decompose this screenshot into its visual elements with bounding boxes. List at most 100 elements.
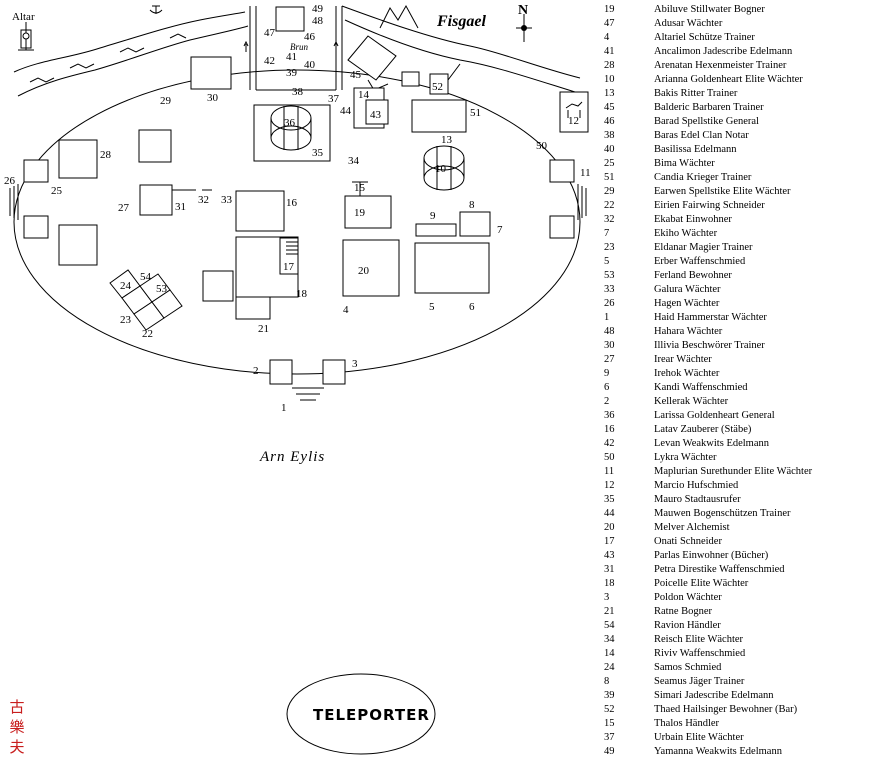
svg-text:7: 7 [497,224,503,236]
building-30 [190,56,232,90]
building-12 [559,91,589,133]
svg-text:39: 39 [286,67,298,79]
legend-number: 46 [604,116,615,127]
svg-text:50: 50 [536,140,548,152]
legend-entry: Abiluve Stillwater Bogner [654,4,765,15]
building-5-6 [414,242,490,294]
teleporter-portal[interactable] [286,673,436,755]
svg-text:16: 16 [286,197,298,209]
legend-entry: Simari Jadescribe Edelmann [654,690,774,701]
building-17 [279,237,299,275]
svg-text:54: 54 [140,271,152,283]
legend-number: 26 [604,298,615,309]
building-27a [138,129,172,163]
legend-entry: Ratne Bogner [654,606,713,617]
building-21 [235,296,271,320]
svg-text:37: 37 [328,93,340,105]
svg-text:12: 12 [568,115,579,127]
building-9 [415,223,457,237]
legend-entry: Kellerak Wächter [654,396,729,407]
legend-number: 52 [604,704,615,715]
svg-text:38: 38 [292,86,304,98]
svg-text:24: 24 [120,280,132,292]
svg-text:31: 31 [175,201,186,213]
legend-entry: Kandi Waffenschmied [654,382,748,393]
legend-number: 36 [604,410,615,421]
artist-seal: 古樂夫 [9,698,25,756]
legend-number: 35 [604,494,615,505]
mountain-icon [379,4,419,29]
legend-number: 7 [604,228,610,239]
legend-number: 6 [604,382,610,393]
legend-entry: Earwen Spellstike Elite Wächter [654,186,791,197]
legend-number: 48 [604,326,615,337]
legend-entry: Irehok Wächter [654,368,720,379]
svg-text:25: 25 [51,185,63,197]
legend-number: 29 [604,186,615,197]
legend-entry: Haid Hammerstar Wächter [654,312,767,323]
tower-26a [23,159,49,183]
building-small-n [401,71,420,87]
legend-entry: Hagen Wächter [654,298,720,309]
svg-text:44: 44 [340,105,352,117]
svg-text:42: 42 [264,55,275,67]
legend-entry: Riviv Waffenschmied [654,648,746,659]
svg-text:19: 19 [354,207,366,219]
legend-number: 32 [604,214,615,225]
map-title: Fisgael [436,13,486,30]
svg-text:45: 45 [350,69,362,81]
legend-number: 5 [604,256,610,267]
building-45 [347,35,397,81]
svg-text:41: 41 [286,51,297,63]
svg-text:23: 23 [120,314,132,326]
city-wall [13,69,581,375]
legend-entry: Candia Krieger Trainer [654,172,752,183]
svg-text:14: 14 [358,89,370,101]
building-35 [253,104,331,162]
legend-entry: Petra Direstike Waffenschmied [654,564,785,575]
svg-text:43: 43 [370,109,382,121]
legend-entry: Thaed Hailsinger Bewohner (Bar) [654,704,798,715]
svg-text:46: 46 [304,31,316,43]
svg-text:17: 17 [283,261,295,273]
legend-entry: Melver Alchemist [654,522,730,533]
horse-icon [565,101,583,118]
legend-number: 21 [604,606,615,617]
anchor-icon [149,5,163,14]
building-27b [139,184,173,216]
building-west-mid [202,270,234,302]
building-53 [151,289,183,319]
legend-number: 16 [604,424,615,435]
legend-number: 51 [604,172,615,183]
legend-entry: Arianna Goldenheart Elite Wächter [654,74,803,85]
legend-entry: Ferland Bewohner [654,270,732,281]
legend-entry: Larissa Goldenheart General [654,410,775,421]
east-gate [577,184,587,220]
legend-number: 44 [604,508,615,519]
city-name: Arn Eylis [259,449,325,465]
building-19 [344,195,392,229]
legend-number: 9 [604,368,610,379]
legend-number: 49 [604,746,615,757]
legend-entry: Latav Zauberer (Stäbe) [654,424,752,435]
legend-entry: Ekiho Wächter [654,228,718,239]
teleporter-label: TELEPORTER [313,706,430,724]
legend-entry: Barad Spellstike General [654,116,759,127]
legend-entry: Onati Schneider [654,536,722,547]
compass-label: N [518,3,528,18]
legend-number: 12 [604,480,615,491]
svg-text:18: 18 [296,288,308,300]
legend-entry: Mauwen Bogenschützen Trainer [654,508,791,519]
legend-entry: Ravion Händler [654,620,721,631]
legend-number: 4 [604,32,610,43]
coastline-right [341,5,581,93]
legend-number: 10 [604,74,615,85]
svg-text:52: 52 [432,81,443,93]
svg-text:35: 35 [312,147,324,159]
svg-text:26: 26 [4,175,16,187]
legend-entry: Parlas Einwohner (Bücher) [654,550,769,561]
tower-2 [269,359,293,385]
svg-text:34: 34 [348,155,360,167]
legend-entry: Poldon Wächter [654,592,722,603]
